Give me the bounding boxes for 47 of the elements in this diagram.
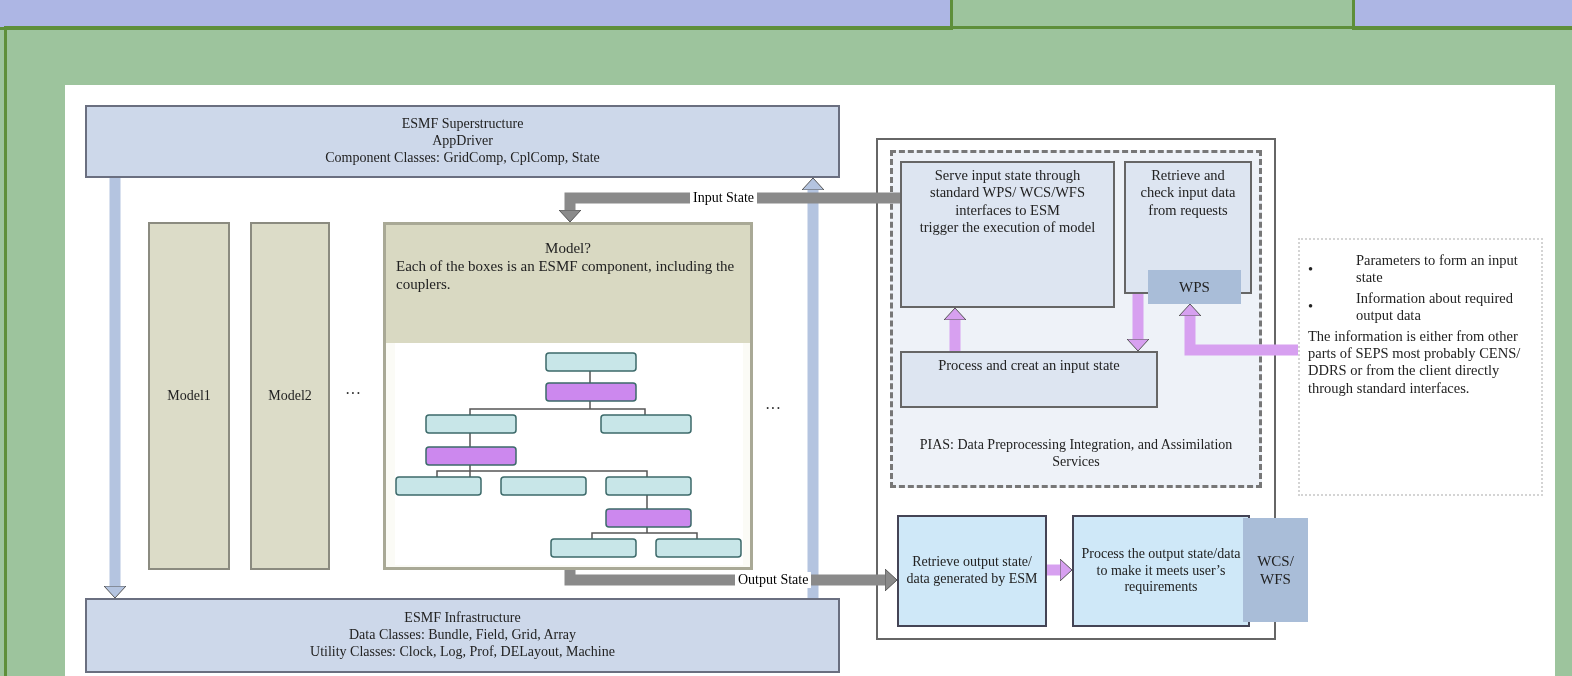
node-text: Component Classes: GridComp, CplComp, State: [324, 149, 601, 167]
process-box: [1072, 515, 1250, 627]
node-text: Retrieve and check input data from requests: [1139, 167, 1237, 220]
model-box: [148, 222, 230, 570]
model-heading: Model?: [545, 239, 591, 257]
arrow: [801, 177, 825, 598]
interface-tag: [1148, 270, 1241, 304]
note-text: The information is either from other parts of SEPS most probably CENS/ DDRS or from the client directly through standard interfaces.: [1308, 327, 1522, 398]
node-text: Utility Classes: Clock, Log, Prof, DELayout, Machine: [309, 643, 616, 661]
layer-box: [85, 598, 840, 673]
process-box: [900, 351, 1158, 408]
node-text: WCS/ WFS: [1256, 552, 1295, 588]
model-box: [250, 222, 330, 570]
model-description: Each of the boxes is an ESMF component, including the couplers.: [396, 257, 736, 293]
arrow: [1178, 303, 1298, 356]
note-box: [1298, 238, 1543, 496]
arrow: [1047, 558, 1073, 582]
node-text: Retrieve output state/ data generated by ESM: [905, 554, 1039, 588]
node-text: Process the output state/data to make it meets user’s requirements: [1080, 545, 1242, 597]
node-text: Data Classes: Bundle, Field, Grid, Array: [347, 627, 578, 644]
dashed-group-box: [890, 150, 1262, 488]
component-tree-drawing: [395, 343, 743, 565]
node-text: PIAS: Data Preprocessing Integration, and Assimilation Services: [918, 437, 1234, 471]
node-text: Model2: [267, 387, 313, 405]
process-box: [897, 515, 1047, 627]
arrow: [943, 307, 967, 351]
ellipsis-mark: ···: [765, 400, 781, 418]
bullet-mark: •: [1308, 298, 1315, 316]
process-box: [900, 161, 1115, 308]
edge-label: Input State: [690, 190, 758, 206]
node-text: AppDriver: [431, 133, 494, 150]
interface-tag: [1243, 518, 1308, 622]
node-text: Model1: [166, 387, 212, 405]
node-text: Process and creat an input state: [937, 357, 1121, 375]
node-text: ESMF Superstructure: [400, 116, 525, 134]
model-box: [383, 222, 753, 570]
bullet-item: Information about required output data: [1356, 289, 1515, 325]
arrow: [1126, 294, 1150, 352]
layer-box: [85, 105, 840, 178]
edge-label: Output State: [735, 572, 812, 588]
bullet-item: Parameters to form an input state: [1356, 252, 1519, 287]
node-text: trigger the execution of model: [918, 219, 1097, 237]
node-text: WPS: [1178, 278, 1211, 296]
node-text: ESMF Infrastructure: [403, 610, 522, 628]
bullet-mark: •: [1308, 260, 1315, 279]
arrow: [103, 178, 127, 599]
ellipsis-mark: ···: [345, 385, 361, 403]
